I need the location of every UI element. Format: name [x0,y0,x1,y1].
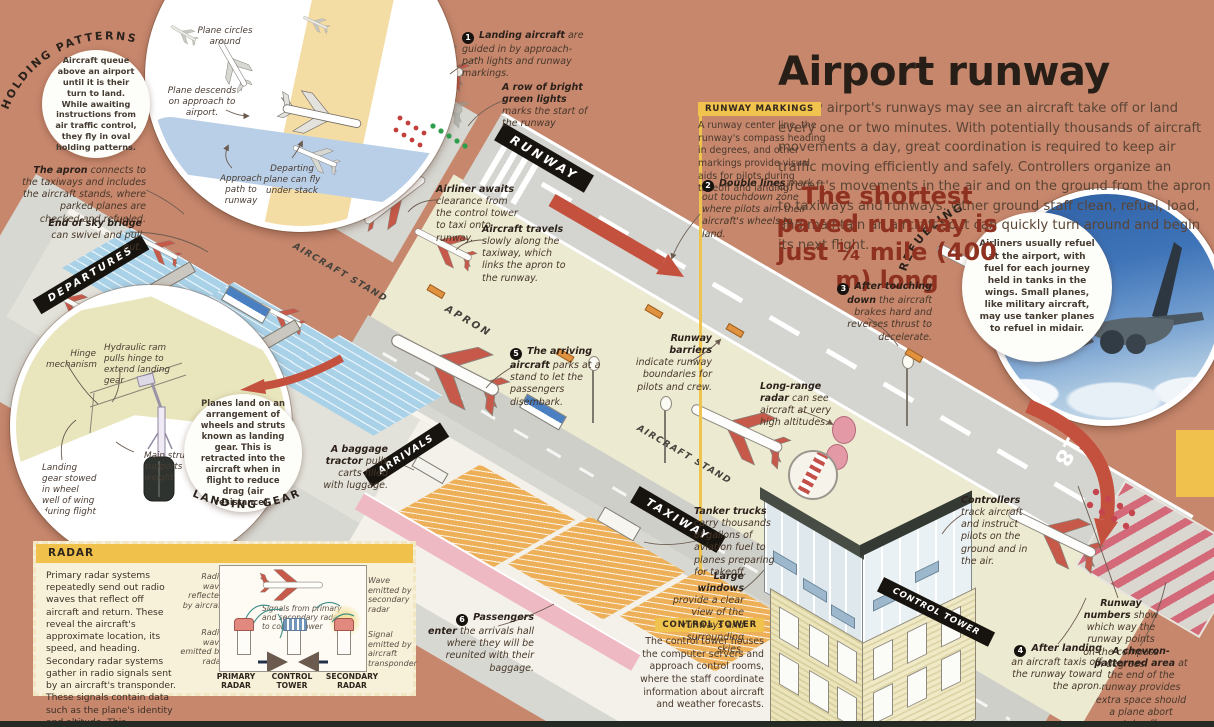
callout-airliner-awaits: Airliner awaits clearance from the contr… [436,184,518,244]
callout-aircraft-travels: Aircraft travels slowly along the taxiwa… [482,224,566,284]
page-bottom-edge [0,721,1214,727]
step-number: 6 [456,614,469,627]
tower-window [907,622,927,665]
annotation-main-strut: Main strut supports weight [144,451,189,483]
radar-box-title: RADAR [36,544,413,563]
landing-gear-drawing [89,362,187,502]
light-mast [906,366,908,426]
annotation-departing-plane: Departing plane can fly under stack [263,164,321,196]
callout-controllers: Controllers track aircraft and instruct … [961,495,1028,567]
primary-radar-head [234,618,254,631]
station-control-tower: CONTROL TOWER [271,672,313,690]
callout-large-windows: Large windows provide a clear view of th… [672,571,744,655]
callout-green-lights: A row of bright green lights marks the s… [502,82,588,130]
runway-markings-body: A runway center line, the runway's compa… [698,120,826,195]
control-tower-title: CONTROL TOWER [655,618,764,632]
annotation-plane-descends: Plane descends on approach to airport. [167,86,237,118]
radar-waves [245,601,355,671]
holding-patterns-label: HOLDING PATTERNS [0,29,139,111]
runway-markings-title: RUNWAY MARKINGS [698,102,822,116]
step-3: 3 After touching down the aircraft brake… [820,281,932,344]
svg-text:LANDING GEAR: LANDING GEAR [191,487,303,511]
label-radio-wave-emitted: Radio wave emitted by radar [180,628,224,666]
tower-window [809,623,829,668]
long-range-radar-dish [832,416,856,444]
controller-console [915,560,939,584]
annotation-gear-stowed: Landing gear stowed in wheel well of win… [42,463,97,517]
callout-tanker-trucks: Tanker trucks carry thousands of gallons… [694,506,775,578]
control-tower-body: The control tower houses the computer se… [640,636,764,711]
step-2: 2 Double lines mark out touchdown zone w… [702,178,813,240]
callout-chevron-area: A chevron-patterned area at the end of t… [1094,646,1188,727]
station-secondary-radar: SECONDARY RADAR [325,672,379,690]
tower-window [873,682,893,725]
fact-callout: The shortest paved runway is just ¼ mile… [776,182,998,295]
tower-window [873,638,893,681]
callout-apron: The apron connects to the taxiways and i… [22,165,146,225]
step-1: 1 Landing aircraft are guided in by appr… [462,30,584,80]
refueling-text: Airliners usually refuel at the airport,… [962,212,1112,362]
light-mast-lamp [660,396,672,411]
radar-diagram: Signals from primary and secondary radar… [219,565,367,672]
yellow-edge-patch [1176,430,1214,497]
holding-patterns-text: Aircraft queue above an airport until it… [42,50,150,158]
step-6: 6 Passengers enter the arrivals hall whe… [428,612,534,674]
tower-window [941,649,961,692]
tower-window [837,640,857,684]
secondary-radar-head [334,618,354,631]
runway-markings-box: RUNWAY MARKINGS A runway center line, th… [698,96,830,196]
control-tower-box: CONTROL TOWER The control tower houses t… [640,612,764,712]
controller-console [803,577,827,603]
radar-box: RADAR Primary radar systems repeatedly s… [33,541,417,727]
step-number: 2 [702,180,714,193]
holding-patterns-inset: Plane circles around Plane descends on a… [145,0,457,232]
step-number: 1 [462,32,474,45]
intro-paragraph: A busy airport's runways may see an airc… [778,101,1211,253]
step-4: 4 After landing an aircraft taxis off th… [1011,643,1102,693]
label-signal-transponder: Signal emitted by aircraft transponder [368,630,417,668]
svg-text:HOLDING PATTERNS: HOLDING PATTERNS [0,29,139,111]
annotation-hinge: Hinge mechanism [46,349,97,370]
light-mast-lamp [588,356,600,371]
step-5: 5 The arriving aircraft parks at a stand… [510,346,601,408]
label-wave-secondary: Wave emitted by secondary radar [368,576,412,614]
callout-runway-barriers: Runway barriers indicate runway boundari… [635,333,712,393]
step-number: 4 [1014,645,1027,658]
annotation-approach-path: Approach path to runway [220,174,262,206]
callout-long-range-radar: Long-range radar can see aircraft at ver… [760,381,831,429]
callout-sky-bridge: End of sky bridge can swivel and pull ou… [48,218,142,254]
page-title: Airport runway [778,48,1110,95]
control-tower-head [283,618,307,631]
tower-window [779,652,799,696]
tower-window [779,606,799,650]
callout-baggage-tractor: A baggage tractor pulls carts filled wit… [323,444,388,492]
annotation-hydraulic-ram: Hydraulic ram pulls hinge to extend land… [104,343,171,386]
tower-window [907,666,927,709]
radome [788,450,838,500]
step-number: 3 [837,283,850,296]
secondary-radar-tower [337,629,351,655]
station-primary-radar: PRIMARY RADAR [216,672,256,690]
light-mast [592,368,594,423]
primary-radar-tower [237,629,251,655]
radome-antenna [794,452,830,498]
annotation-plane-circles: Plane circles around [197,26,253,47]
landing-gear-text: Planes land on an arrangement of wheels … [184,394,302,512]
label-radio-wave-reflected: Radio wave reflected by aircraft [182,572,224,610]
light-mast [664,408,666,463]
radar-box-body: Primary radar systems repeatedly send ou… [46,570,176,727]
radar-diagram-airplane [258,566,330,604]
landing-gear-label: LANDING GEAR [191,487,303,511]
tower-window [809,669,829,714]
step-number: 5 [510,348,522,361]
refueling-label: REFUELING [897,200,965,273]
